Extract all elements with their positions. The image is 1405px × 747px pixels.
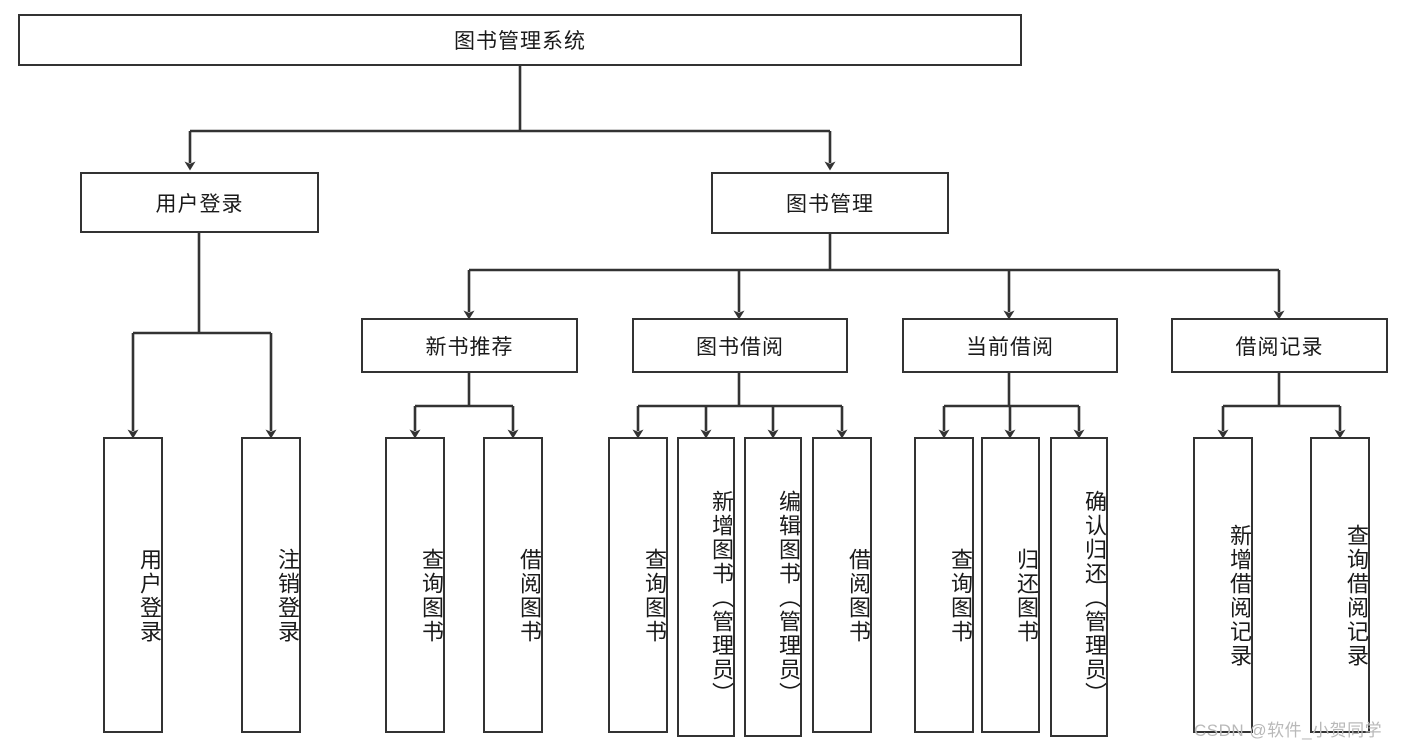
node-leaf-edit-book-admin[interactable]: 编辑图书（管理员）	[744, 437, 802, 737]
node-label: 用户登录	[137, 548, 162, 644]
node-label: 归还图书	[1014, 548, 1039, 644]
node-label: 借阅记录	[1235, 335, 1324, 359]
node-label: 用户登录	[155, 192, 244, 216]
node-leaf-user-login[interactable]: 用户登录	[103, 437, 163, 733]
node-label: 查询图书	[419, 548, 444, 644]
node-label: 图书借阅	[696, 335, 784, 359]
node-label: 查询图书	[642, 548, 667, 644]
node-leaf-query-borrow-record[interactable]: 查询借阅记录	[1310, 437, 1370, 733]
node-leaf-query-book-recommend[interactable]: 查询图书	[385, 437, 445, 733]
node-leaf-borrow-book[interactable]: 借阅图书	[812, 437, 872, 733]
node-user-login[interactable]: 用户登录	[80, 172, 319, 233]
node-label: 新增图书（管理员）	[709, 490, 734, 706]
node-label: 新书推荐	[425, 335, 514, 359]
node-root-system[interactable]: 图书管理系统	[18, 14, 1022, 66]
node-leaf-query-book-borrow[interactable]: 查询图书	[608, 437, 668, 733]
node-label: 图书管理	[786, 193, 874, 216]
node-book-borrow[interactable]: 图书借阅	[632, 318, 848, 373]
node-leaf-add-book-admin[interactable]: 新增图书（管理员）	[677, 437, 735, 737]
node-leaf-return-book[interactable]: 归还图书	[981, 437, 1040, 733]
node-leaf-confirm-return-admin[interactable]: 确认归还（管理员）	[1050, 437, 1108, 737]
node-new-book-recommend[interactable]: 新书推荐	[361, 318, 578, 373]
node-leaf-borrow-book-recommend[interactable]: 借阅图书	[483, 437, 543, 733]
node-label: 编辑图书（管理员）	[776, 490, 801, 706]
node-label: 注销登录	[275, 548, 300, 644]
node-label: 图书管理系统	[454, 30, 586, 53]
node-label: 借阅图书	[517, 548, 542, 644]
node-leaf-query-book-current[interactable]: 查询图书	[914, 437, 974, 733]
node-label: 新增借阅记录	[1227, 524, 1252, 668]
node-label: 查询借阅记录	[1344, 524, 1369, 668]
node-leaf-logout[interactable]: 注销登录	[241, 437, 301, 733]
watermark-text: CSDN @软件_小贺同学	[1194, 721, 1383, 740]
node-current-borrow[interactable]: 当前借阅	[902, 318, 1118, 373]
node-borrow-record[interactable]: 借阅记录	[1171, 318, 1388, 373]
node-label: 当前借阅	[966, 335, 1054, 359]
node-leaf-add-borrow-record[interactable]: 新增借阅记录	[1193, 437, 1253, 733]
node-book-management[interactable]: 图书管理	[711, 172, 949, 234]
node-label: 确认归还（管理员）	[1082, 490, 1107, 706]
node-label: 查询图书	[948, 548, 973, 644]
node-label: 借阅图书	[846, 548, 871, 644]
